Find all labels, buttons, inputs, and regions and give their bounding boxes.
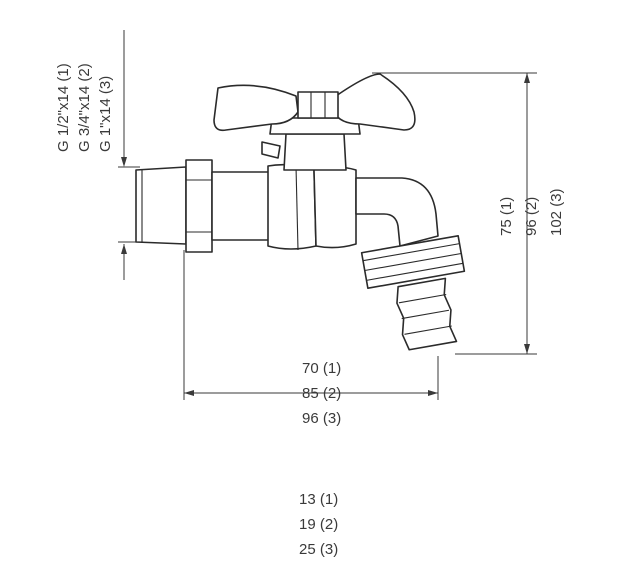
- coupling-nut-ridge-1: [362, 243, 460, 262]
- hose-label-2: 19 (2): [299, 516, 338, 533]
- coupling-nut-ridge-2: [364, 252, 462, 272]
- height-label-1: 75 (1): [498, 197, 515, 236]
- hose-coupling-nut: [360, 234, 466, 290]
- length-label-3: 96 (3): [302, 410, 341, 427]
- hose-label-1: 13 (1): [299, 491, 338, 508]
- valve-body-group: [135, 73, 466, 351]
- valve-body-left: [267, 163, 317, 250]
- hose-size-labels: 13 (1) 19 (2) 25 (3): [299, 491, 338, 558]
- length-label-1: 70 (1): [302, 360, 341, 377]
- thread-arrow-top: [121, 157, 127, 167]
- locking-pin: [261, 141, 281, 159]
- height-arrow-bottom: [524, 344, 530, 354]
- thread-label-1: G 1/2"x14 (1): [55, 63, 72, 152]
- height-label-2: 96 (2): [523, 197, 540, 236]
- threaded-inlet: [135, 166, 187, 245]
- length-arrow-right: [428, 390, 438, 396]
- length-label-2: 85 (2): [302, 385, 341, 402]
- hex-nut: [185, 159, 213, 253]
- thread-label-2: G 3/4"x14 (2): [76, 63, 93, 152]
- hose-label-3: 25 (3): [299, 541, 338, 558]
- body-seam: [295, 165, 299, 251]
- spout-elbow: [355, 177, 439, 247]
- height-dimension: 75 (1) 96 (2) 102 (3): [372, 72, 565, 355]
- handle-hub-nut: [297, 91, 339, 119]
- length-dimension: 70 (1) 85 (2) 96 (3): [183, 250, 439, 427]
- barb-ring-1: [398, 293, 447, 304]
- length-arrow-left: [184, 390, 194, 396]
- butterfly-handle-left-wing: [213, 84, 299, 132]
- height-arrow-top: [524, 73, 530, 83]
- barb-ring-2: [401, 309, 450, 320]
- thread-dimension: G 1/2"x14 (1) G 3/4"x14 (2) G 1"x14 (3): [55, 30, 140, 280]
- valve-bonnet: [283, 133, 347, 171]
- coupling-nut-ridge-3: [366, 262, 464, 281]
- butterfly-handle-right-wing: [333, 73, 416, 131]
- height-label-3: 102 (3): [548, 188, 565, 236]
- hose-barb: [396, 277, 458, 351]
- thread-label-3: G 1"x14 (3): [97, 76, 114, 152]
- barb-ring-3: [404, 325, 452, 335]
- valve-body-right: [313, 166, 357, 249]
- inlet-neck: [211, 171, 271, 241]
